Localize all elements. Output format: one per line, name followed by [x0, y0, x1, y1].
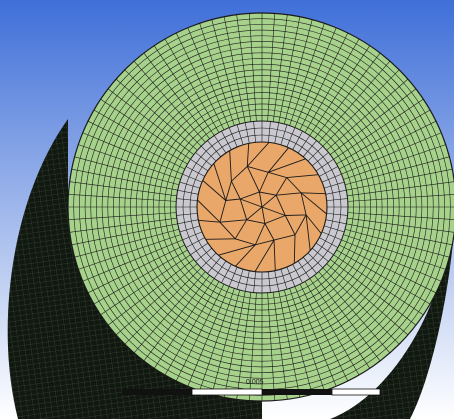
- screen-grid: [176, 121, 348, 293]
- scale-unit-label: (m): [399, 379, 410, 386]
- conductor-grid: [197, 142, 327, 272]
- cylinder-side-surface: [7, 119, 262, 419]
- conductor-region[interactable]: [196, 141, 328, 273]
- cylinder-side-right: [330, 219, 454, 419]
- scale-mid-label: 0.005: [246, 379, 264, 386]
- insulation-grid: [68, 13, 454, 401]
